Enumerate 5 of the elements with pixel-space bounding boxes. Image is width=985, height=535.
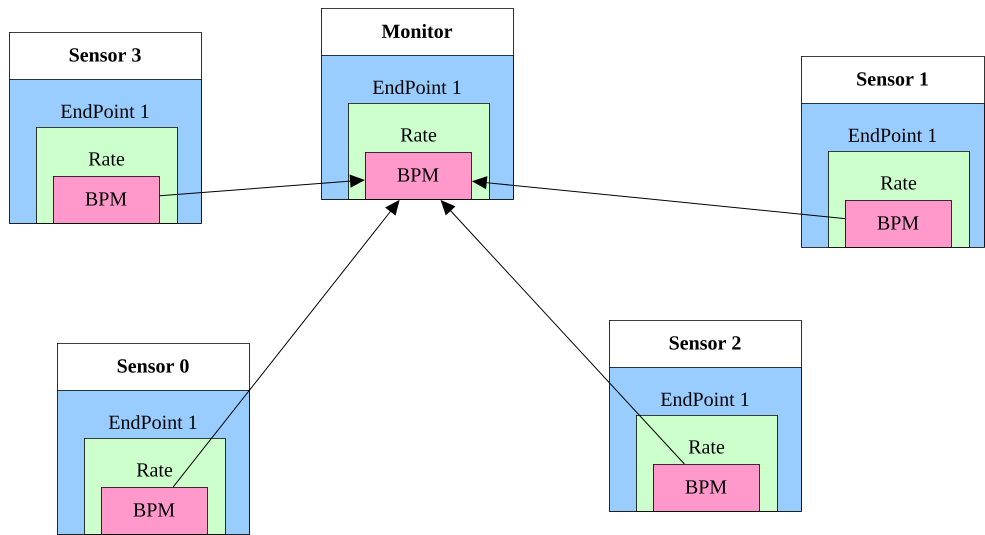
value-box: BPM <box>53 176 160 224</box>
value-box: BPM <box>365 152 472 200</box>
value-box: BPM <box>653 464 760 512</box>
value-box: BPM <box>101 487 208 535</box>
value-box: BPM <box>845 200 952 248</box>
